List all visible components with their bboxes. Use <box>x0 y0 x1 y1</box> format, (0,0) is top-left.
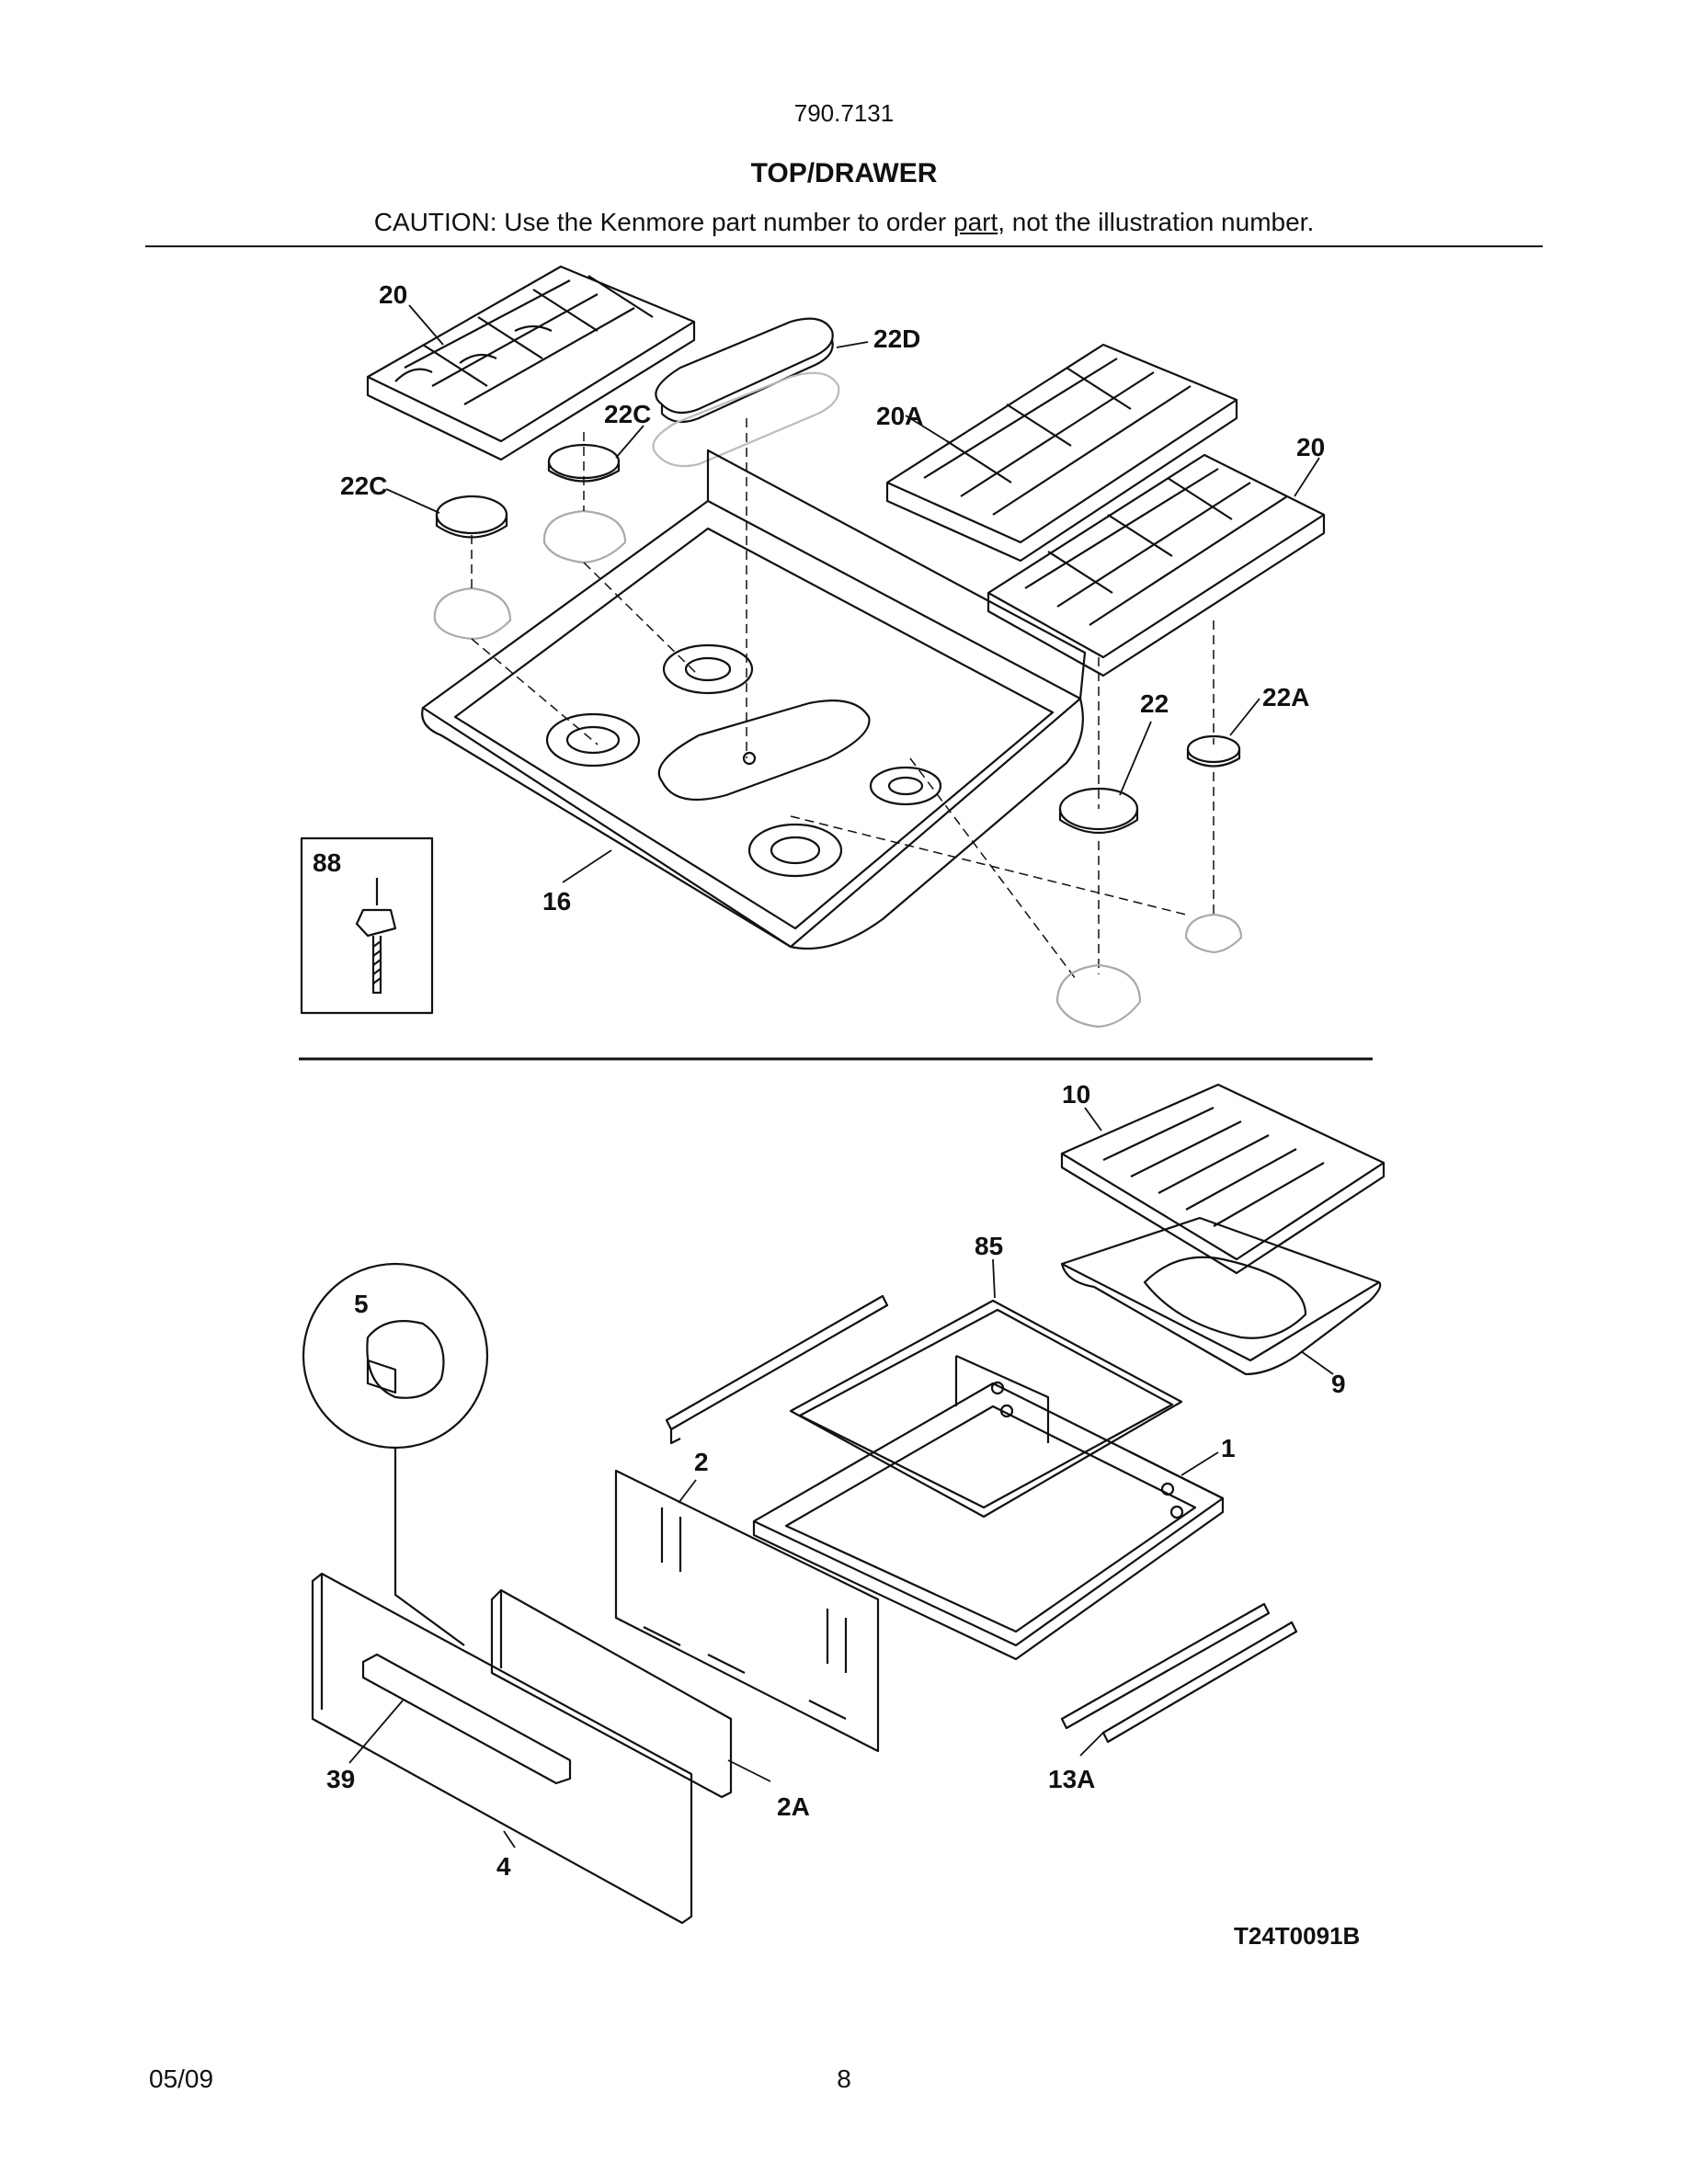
callout-9: 9 <box>1331 1370 1346 1398</box>
cap-22 <box>1055 787 1142 1029</box>
cap-22c-left <box>433 495 512 641</box>
upper-slide-rail <box>665 1294 889 1445</box>
caution-underlined-word: part <box>953 208 998 236</box>
callout-22d: 22D <box>873 324 920 353</box>
callout-85: 85 <box>975 1232 1003 1260</box>
callout-10: 10 <box>1062 1080 1090 1109</box>
grate-20a <box>885 343 1238 563</box>
page-title: TOP/DRAWER <box>750 158 938 188</box>
callout-16: 16 <box>542 887 571 916</box>
lower-slide-rail <box>1060 1602 1298 1744</box>
footer-date: 05/09 <box>149 2065 214 2093</box>
callout-1: 1 <box>1221 1434 1236 1462</box>
callout-20-right: 20 <box>1296 433 1325 461</box>
callout-39: 39 <box>326 1765 355 1793</box>
callout-13a: 13A <box>1048 1765 1095 1793</box>
knob-detail <box>302 1262 489 1646</box>
left-grate <box>366 265 696 461</box>
callout-20a: 20A <box>876 402 923 430</box>
broiler-pan <box>1060 1216 1382 1376</box>
caution-prefix: CAUTION: Use the Kenmore part number to … <box>373 208 953 236</box>
cap-22d <box>652 317 840 468</box>
cooktop <box>421 449 1087 950</box>
broiler-grid <box>1060 1083 1386 1275</box>
callout-22c-left: 22C <box>340 472 387 500</box>
top-dashed-lines <box>471 418 1215 980</box>
cap-22a <box>1184 734 1243 954</box>
caution-suffix: , not the illustration number. <box>998 208 1315 236</box>
drawer-front <box>311 1572 693 1925</box>
inset-box-88 <box>300 836 434 1015</box>
callout-4: 4 <box>496 1852 511 1881</box>
callout-2a: 2A <box>777 1792 810 1821</box>
oven-rack <box>789 1299 1183 1519</box>
caution-note: CAUTION: Use the Kenmore part number to … <box>0 208 1688 237</box>
drawer-back-panel <box>614 1469 880 1753</box>
bottom-section <box>302 1083 1386 1925</box>
top-section <box>300 265 1326 1029</box>
bottom-leaders <box>348 1107 1334 1848</box>
callout-22c-upper: 22C <box>604 400 651 428</box>
top-leaders <box>385 304 1320 883</box>
diagram-code: T24T0091B <box>1234 1922 1360 1950</box>
callout-2: 2 <box>694 1448 709 1476</box>
cap-22c-upper <box>542 443 627 564</box>
callout-20-left: 20 <box>379 280 407 309</box>
page-number: 8 <box>837 2065 851 2093</box>
drawer-handle <box>361 1653 572 1785</box>
drawer <box>752 1354 1225 1661</box>
callout-22a: 22A <box>1262 683 1309 711</box>
model-number: 790.7131 <box>793 99 895 127</box>
callout-88: 88 <box>313 848 341 877</box>
grate-right <box>987 453 1326 677</box>
inner-front-panel <box>490 1588 733 1799</box>
callout-22: 22 <box>1140 689 1169 718</box>
callout-5: 5 <box>354 1290 369 1318</box>
